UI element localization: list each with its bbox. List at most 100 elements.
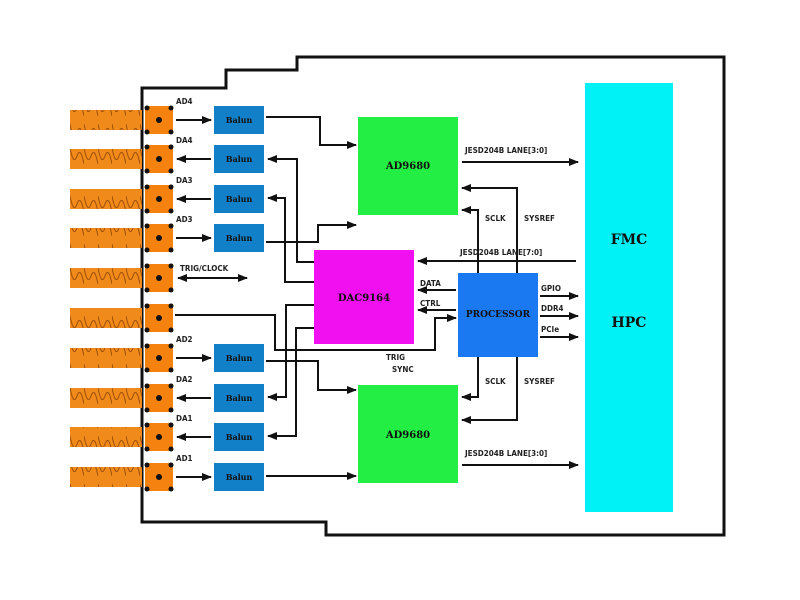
wire-dac-balun7 bbox=[267, 327, 314, 440]
signal-label-adc-top-out: JESD204B LANE[3:0] bbox=[464, 146, 547, 155]
adc-top-block bbox=[358, 117, 458, 215]
processor-label: PROCESSOR bbox=[466, 310, 531, 320]
connector-pin-dot bbox=[144, 263, 150, 269]
connector-pin-dot bbox=[168, 343, 174, 349]
connector-pin-dot bbox=[144, 303, 150, 309]
connector-pin-dot bbox=[168, 263, 174, 269]
connector-pin-dot bbox=[168, 168, 174, 174]
signal-label-proc-out2: DDR4 bbox=[541, 304, 564, 313]
signal-label-dac-data: DATA bbox=[420, 279, 441, 288]
connector-pin-dot bbox=[144, 129, 150, 135]
connector-pin-dot bbox=[144, 144, 150, 150]
wire-sysref-adc-top bbox=[461, 184, 518, 273]
connector-pin-dot bbox=[168, 407, 174, 413]
balun-block bbox=[214, 344, 264, 372]
coax-cable bbox=[70, 308, 142, 328]
coax-cable bbox=[70, 467, 142, 487]
connector-label: AD4 bbox=[176, 97, 193, 106]
adc-bottom-label: AD9680 bbox=[385, 430, 430, 441]
connector-pin-dot bbox=[168, 247, 174, 253]
wire-dac-balun2 bbox=[267, 155, 314, 263]
connector-pin-dot bbox=[168, 383, 174, 389]
balun-block bbox=[214, 384, 264, 412]
adc-bottom-block bbox=[358, 385, 458, 483]
fmc-label: FMC bbox=[611, 232, 648, 248]
connector-pin-dot bbox=[144, 327, 150, 333]
connector-pin-dot bbox=[168, 184, 174, 190]
balun-label: Balun bbox=[226, 154, 253, 164]
fmc-connector-block bbox=[585, 83, 673, 512]
hpc-label: HPC bbox=[612, 315, 647, 331]
connector-pin-dot bbox=[168, 486, 174, 492]
coax-cable bbox=[70, 427, 142, 447]
balun-block bbox=[214, 224, 264, 252]
coax-cable bbox=[70, 110, 142, 130]
connector-pin-dot bbox=[144, 287, 150, 293]
balun-block bbox=[214, 106, 264, 134]
connector-pin-dot bbox=[168, 129, 174, 135]
connector-pin-dot bbox=[144, 223, 150, 229]
balun-label: Balun bbox=[226, 233, 253, 243]
connector-pin-dot bbox=[144, 367, 150, 373]
connector-label: TRIG/CLOCK bbox=[180, 264, 229, 273]
signal-label-adc-top-clk: SCLK bbox=[485, 214, 506, 223]
connector-label: DA1 bbox=[176, 414, 193, 423]
connector-center-dot bbox=[156, 315, 162, 321]
connector-pin-dot bbox=[168, 208, 174, 214]
connector-pin-dot bbox=[144, 446, 150, 452]
connector-pin-dot bbox=[168, 105, 174, 111]
connector-center-dot bbox=[156, 474, 162, 480]
connector-pin-dot bbox=[168, 303, 174, 309]
connector-center-dot bbox=[156, 156, 162, 162]
wire-sysref-adc-bottom bbox=[461, 357, 518, 424]
connector-pin-dot bbox=[144, 168, 150, 174]
balun-block bbox=[214, 185, 264, 213]
connector-pin-dot bbox=[168, 287, 174, 293]
signal-label-proc-out1: GPIO bbox=[541, 284, 561, 293]
signal-label-dac-ctrl: CTRL bbox=[420, 299, 441, 308]
connector-center-dot bbox=[156, 235, 162, 241]
connector-pin-dot bbox=[168, 223, 174, 229]
signal-label-adc-bottom-out: JESD204B LANE[3:0] bbox=[464, 449, 547, 458]
signal-label-proc-out3: PCIe bbox=[541, 325, 559, 334]
signal-label-adc-bottom-clk: SCLK bbox=[485, 377, 506, 386]
connector-pin-dot bbox=[144, 184, 150, 190]
connector-pin-dot bbox=[168, 422, 174, 428]
balun-label: Balun bbox=[226, 115, 253, 125]
connector-pin-dot bbox=[144, 407, 150, 413]
connector-center-dot bbox=[156, 196, 162, 202]
signal-label-sync: SYNC bbox=[392, 365, 414, 374]
coax-cable bbox=[70, 388, 142, 408]
connector-pin-dot bbox=[144, 422, 150, 428]
coax-cable bbox=[70, 189, 142, 209]
dac-block bbox=[314, 250, 414, 344]
connector-pin-dot bbox=[168, 367, 174, 373]
connector-label: AD2 bbox=[176, 335, 193, 344]
adc-top-label: AD9680 bbox=[385, 161, 430, 172]
connector-pin-dot bbox=[144, 208, 150, 214]
wires bbox=[175, 116, 579, 480]
wire-sclk-adc-top bbox=[461, 206, 479, 273]
connector-pin-dot bbox=[144, 343, 150, 349]
balun-block bbox=[214, 423, 264, 451]
coax-cable bbox=[70, 268, 142, 288]
connector-label: DA4 bbox=[176, 136, 193, 145]
connector-pin-dot bbox=[144, 462, 150, 468]
balun-label: Balun bbox=[226, 432, 253, 442]
connector-center-dot bbox=[156, 355, 162, 361]
coax-cable bbox=[70, 348, 142, 368]
processor-block bbox=[458, 273, 538, 357]
wire-balun1-adc-top bbox=[266, 116, 357, 149]
connector-pin-dot bbox=[144, 486, 150, 492]
connector-label: AD1 bbox=[176, 454, 193, 463]
wire-sclk-adc-bottom bbox=[461, 357, 479, 401]
connector-label: DA3 bbox=[176, 176, 193, 185]
connector-pin-dot bbox=[168, 446, 174, 452]
wire-balun4-adc-top bbox=[266, 221, 357, 243]
balun-label: Balun bbox=[226, 194, 253, 204]
board-outline bbox=[140, 55, 726, 537]
signal-label-trig: TRIG bbox=[386, 353, 405, 362]
coax-cable bbox=[70, 228, 142, 248]
connector-pin-dot bbox=[168, 462, 174, 468]
